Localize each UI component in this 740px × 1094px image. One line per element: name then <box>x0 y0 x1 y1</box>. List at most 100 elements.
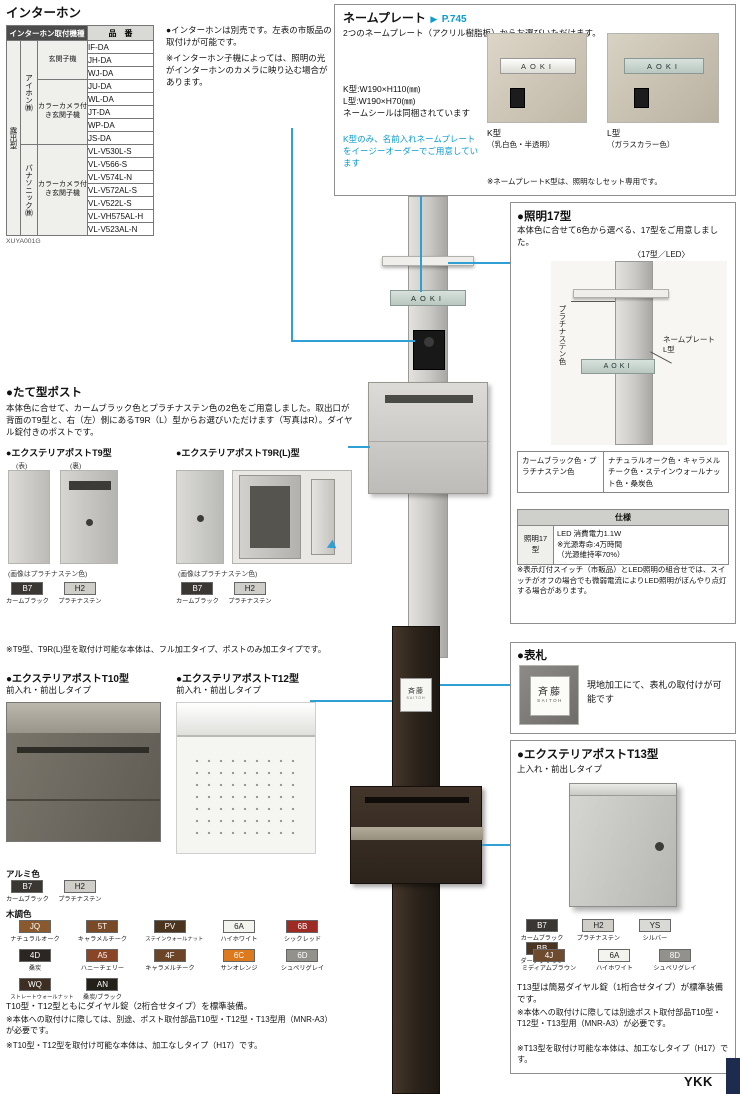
callout-line-t13 <box>482 844 510 846</box>
pillar-bottom-photo: 斉藤 SAITOH <box>338 626 506 1094</box>
color-chip-code: B7 <box>526 919 558 932</box>
t12-dot-panel <box>191 755 303 839</box>
model-code: VL-V522L-S <box>87 196 154 210</box>
intercom-compat-table: インターホン取付機種 品 番 露出型 アイホン㈱ 玄関子機 IF-DA JH-D… <box>6 25 154 236</box>
color-chip-label: カームブラック <box>176 598 219 605</box>
post-door-open <box>311 479 335 555</box>
color-chip-label: プラチナステン <box>58 598 102 605</box>
nameplate-title-row: ネームプレート ▶ P.745 <box>343 9 467 27</box>
t9r-photo-open <box>232 470 352 564</box>
spec-value-2: ※光源寿命:4万時間 <box>557 539 623 549</box>
tate-post-section: ●たて型ポスト 本体色に合せて、カームブラック色とプラチナステン色の2色をご用意… <box>6 384 360 654</box>
intercom-title: インターホン <box>6 6 82 20</box>
spec-value-3: （光源維持率70%） <box>557 550 625 559</box>
color-chip-code: B7 <box>11 880 44 893</box>
t10t12-note-2: ※T10型・T12型を取付け可能な本体は、加工なしタイプ（H17）です。 <box>6 1041 263 1050</box>
color-chip-label: カームブラック <box>6 896 49 903</box>
color-chip-code: H2 <box>233 582 266 595</box>
wood-chips: JQ ナチュラルオーク 5T キャラメルチーク PV ステインウォールナット 4… <box>6 920 204 1001</box>
color-chip-label: サンオレンジ <box>220 965 258 972</box>
drawing-ref-code: XUYA001G <box>6 238 41 245</box>
t9r-title: ●エクステリアポストT9R(L)型 <box>176 448 300 458</box>
color-group-1: カームブラック色・プラチナステン色 <box>517 451 604 493</box>
color-chip-code: 4D <box>19 949 51 962</box>
nameplate-box: ネームプレート ▶ P.745 2つのネームプレート（アクリル樹脂板）からお選び… <box>334 4 736 196</box>
page-ref-link[interactable]: P.745 <box>441 14 467 25</box>
color-chip-label: ステインウォールナット <box>145 936 204 943</box>
intercom-unit <box>413 330 445 370</box>
t12-title: ●エクステリアポストT12型 <box>176 674 299 685</box>
hyosatsu-plate-romaji: SAITOH <box>537 698 563 703</box>
post-slot <box>365 797 469 803</box>
model-code: VL-V572AL-S <box>87 183 154 197</box>
maker-cell-aiphone: アイホン㈱ <box>20 40 38 145</box>
callout-line-nameplate <box>420 196 422 292</box>
color-chip-label: 桑炭/ブラック <box>83 994 122 1001</box>
model-code: JH-DA <box>87 53 154 67</box>
callout-line-t10t12 <box>310 700 392 702</box>
color-chip: H2 プラチナステン <box>228 582 272 605</box>
hyosatsu-text: 現地加工にて、表札の取付けが可能です <box>587 680 722 704</box>
color-chip-label: ストレートウォールナット <box>10 994 74 1001</box>
t9-back-photo <box>60 470 118 564</box>
post-slot <box>385 395 473 403</box>
color-chip: 4D 桑炭 <box>6 949 64 972</box>
callout-line-lighting <box>448 262 510 264</box>
callout-line-intercom-h <box>291 340 415 342</box>
color-chip: 5T キャラメルチーク <box>73 920 131 943</box>
color-chip-code: WQ <box>19 978 51 991</box>
lighting-box: ●照明17型 本体色に合せて6色から選べる、17型をご用意しました。 〈17型／… <box>510 202 736 624</box>
model-code: JT-DA <box>87 105 154 119</box>
table-header-model: インターホン取付機種 <box>6 25 88 41</box>
page-ref-arrow-icon: ▶ <box>430 14 438 24</box>
lighting-title: ●照明17型 <box>517 211 572 223</box>
color-chip: B7 カームブラック <box>517 919 567 942</box>
color-chip: 6C サンオレンジ <box>212 949 266 972</box>
nameplate-l-plate: AOKI <box>624 58 704 74</box>
t10-sub: 前入れ・前出しタイプ <box>6 685 92 695</box>
nameplate-l-caption: L型 （ガラスカラー色） <box>607 127 674 150</box>
t13-photo <box>569 783 677 907</box>
t10-lid <box>7 703 160 733</box>
color-chip: B7 カームブラック <box>6 880 49 903</box>
t13-lock-note: T13型は簡易ダイヤル錠（1桁合せタイプ）が標準装備です。 <box>517 982 724 1005</box>
color-chip-label: キャラメルチーク <box>145 965 195 972</box>
color-chip-code: 6A <box>598 949 631 962</box>
spec-header: 仕様 <box>517 509 729 526</box>
color-chip-code: 8D <box>658 949 691 962</box>
dial-lock-icon <box>655 842 664 851</box>
post-interior <box>250 486 290 548</box>
color-chip-label: ハニーチェリー <box>80 965 125 972</box>
color-chip-label: ミディアムブラウン <box>521 965 577 972</box>
nameplate-seal-note: ネームシールは同梱されています <box>343 108 470 119</box>
t13-color-chips-row2: 4J ミディアムブラウン 6A ハイホワイト 8D シュペリグレイ <box>517 949 733 972</box>
type-cell: 玄関子機 <box>37 40 88 80</box>
color-chip: B7 カームブラック <box>6 582 49 605</box>
page-tab <box>726 1058 740 1094</box>
color-chip-label: ハイホワイト <box>220 936 258 943</box>
nameplate-k-plate: AOKI <box>500 58 576 74</box>
color-chip-label: プラチナステン <box>228 598 272 605</box>
k-sub-label: （乳白色・半透明） <box>487 140 555 149</box>
nameplate-k-caption: K型 （乳白色・半透明） <box>487 127 555 150</box>
color-chip: B7 カームブラック <box>176 582 219 605</box>
model-code: JS-DA <box>87 131 154 145</box>
t9-back-label: (裏) <box>70 463 82 470</box>
spec-name: 照明17型 <box>517 525 554 565</box>
alumi-color-label: アルミ色 <box>6 869 40 879</box>
camera-lens-icon <box>424 337 434 347</box>
color-chip: 6B シックレッド <box>275 920 329 943</box>
color-chip: AN 桑炭/ブラック <box>73 978 131 1001</box>
spec-value: LED 消費電力1.1W ※光源寿命:4万時間 （光源維持率70%） <box>553 525 729 565</box>
dial-lock-icon <box>86 519 93 526</box>
type-cell: カラーカメラ付き玄関子機 <box>37 144 88 236</box>
lighting-photo-label: 〈17型／LED〉 <box>633 250 690 259</box>
color-chip-code: B7 <box>181 582 214 595</box>
color-chip-label: カームブラック <box>6 598 49 605</box>
light-bar <box>573 289 669 298</box>
t10-title: ●エクステリアポストT10型 <box>6 674 129 685</box>
nameplate-intro: 2つのネームプレート（アクリル樹脂板）からお選びいただけます。 <box>343 28 601 38</box>
color-chip: 6D シュペリグレイ <box>275 949 329 972</box>
lighting-spec-table: 仕様 照明17型 LED 消費電力1.1W ※光源寿命:4万時間 （光源維持率7… <box>517 509 729 565</box>
model-code: JU-DA <box>87 79 154 93</box>
